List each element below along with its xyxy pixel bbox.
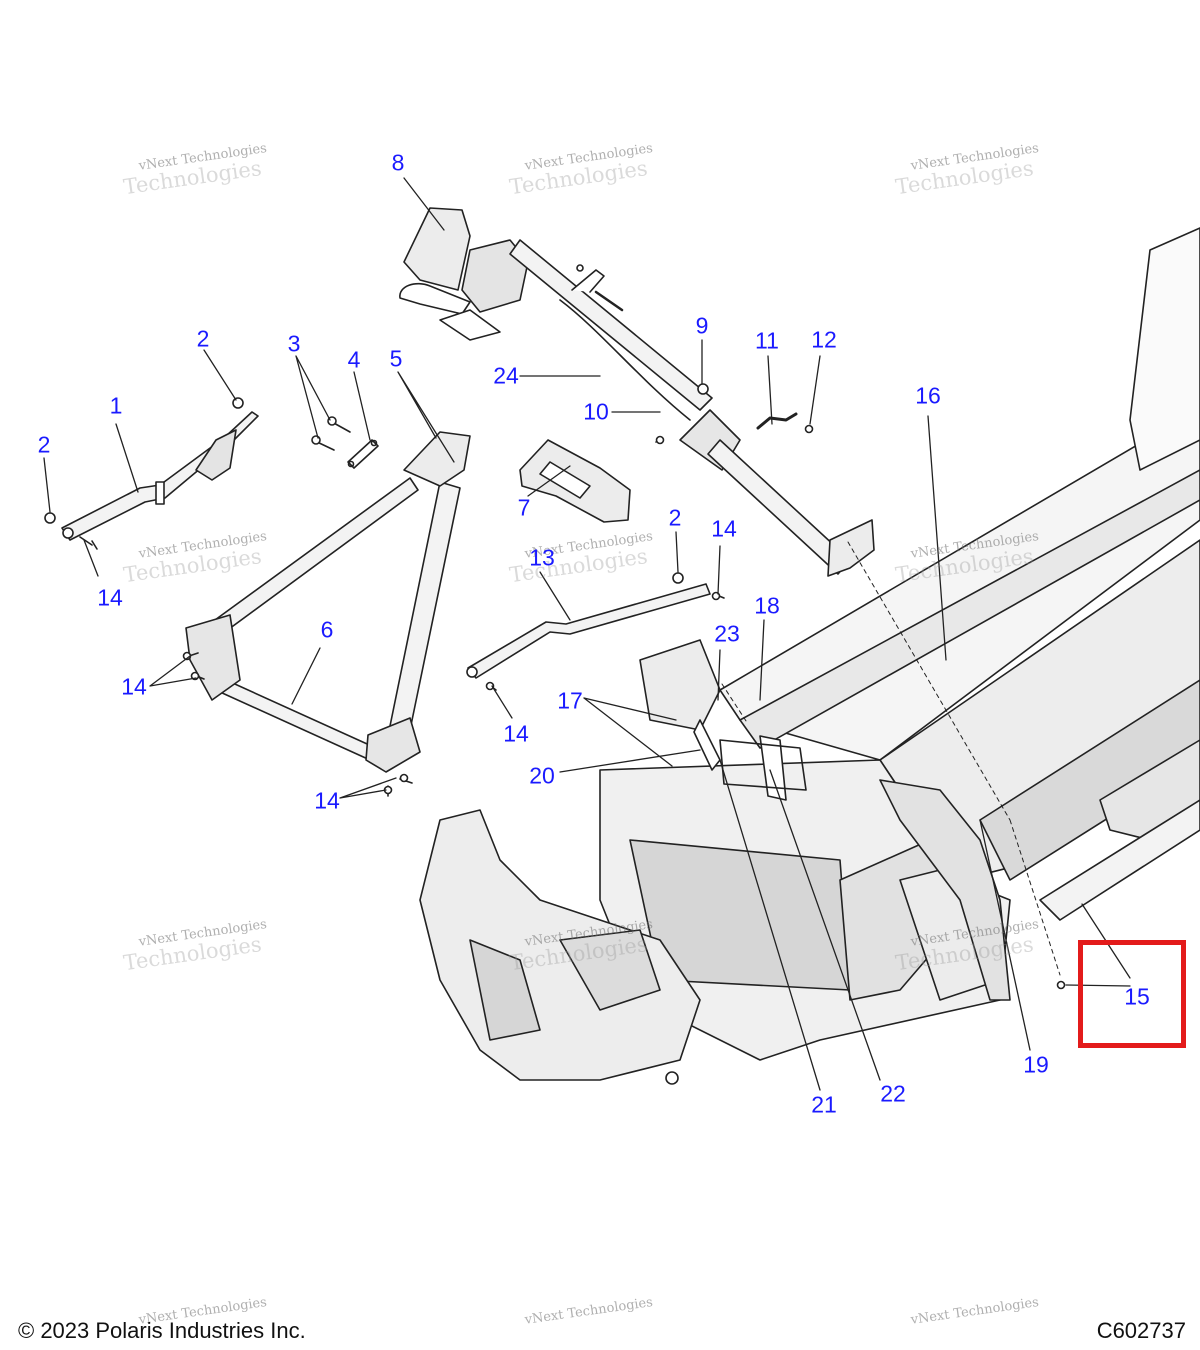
bolt-10 [655,435,665,445]
callout-24[interactable]: 24 [493,362,519,389]
nut-9 [697,383,709,395]
callout-23[interactable]: 23 [714,620,740,647]
callout-7[interactable]: 7 [517,494,531,521]
callout-4[interactable]: 4 [347,346,361,373]
callout-14[interactable]: 14 [314,787,340,814]
callout-14[interactable]: 14 [121,673,147,700]
callout-22[interactable]: 22 [880,1080,906,1107]
callout-5[interactable]: 5 [389,345,403,372]
bolts-3 [311,416,351,451]
nut-2-left [44,512,56,524]
callout-1[interactable]: 1 [109,392,123,419]
footrest-right [1039,739,1200,921]
callout-8[interactable]: 8 [391,149,405,176]
callout-2[interactable]: 2 [37,431,51,458]
callout-2[interactable]: 2 [196,325,210,352]
nut-2-upper [232,397,244,409]
callout-3[interactable]: 3 [287,330,301,357]
callout-15[interactable]: 15 [1124,983,1150,1010]
figure-code: C602737 [1096,1318,1186,1343]
callout-21[interactable]: 21 [811,1091,837,1118]
callout-14[interactable]: 14 [503,720,529,747]
callout-17[interactable]: 17 [557,687,583,714]
callout-13[interactable]: 13 [529,544,555,571]
steering-post-17 [639,639,807,801]
nut-12 [804,424,814,434]
part-13-brace [466,583,711,679]
part-6-a-frame [185,431,471,773]
strap-24 [594,290,624,312]
link-plate-4 [347,439,379,469]
clip-11 [756,412,798,430]
callout-14[interactable]: 14 [711,515,737,542]
copyright-text: © 2023 Polaris Industries Inc. [18,1318,306,1343]
part-8-crossbar [559,299,875,577]
callout-9[interactable]: 9 [695,312,709,339]
part-1-tie-rod [61,411,259,541]
callout-12[interactable]: 12 [811,326,837,353]
front-bulkhead [599,759,1011,1061]
bolt-14-left [79,536,98,550]
bolts-14-aframe [182,651,413,797]
callout-16[interactable]: 16 [915,382,941,409]
callout-10[interactable]: 10 [583,398,609,425]
nut-2-mid [672,572,684,584]
front-frame [419,809,701,1085]
bracket-top [571,264,605,293]
callout-6[interactable]: 6 [320,616,334,643]
part-8-steering-hoop [399,207,713,411]
bolt-15 [1056,980,1066,990]
callout-11[interactable]: 11 [755,327,779,354]
callout-20[interactable]: 20 [529,762,555,789]
highlight-box-callout-15 [1078,940,1186,1048]
part-7-plate [519,439,631,523]
callout-19[interactable]: 19 [1023,1051,1049,1078]
callout-18[interactable]: 18 [754,592,780,619]
callout-2[interactable]: 2 [668,504,682,531]
tunnel [719,227,1200,881]
side-panel-19 [879,779,1011,1001]
callout-14[interactable]: 14 [97,584,123,611]
